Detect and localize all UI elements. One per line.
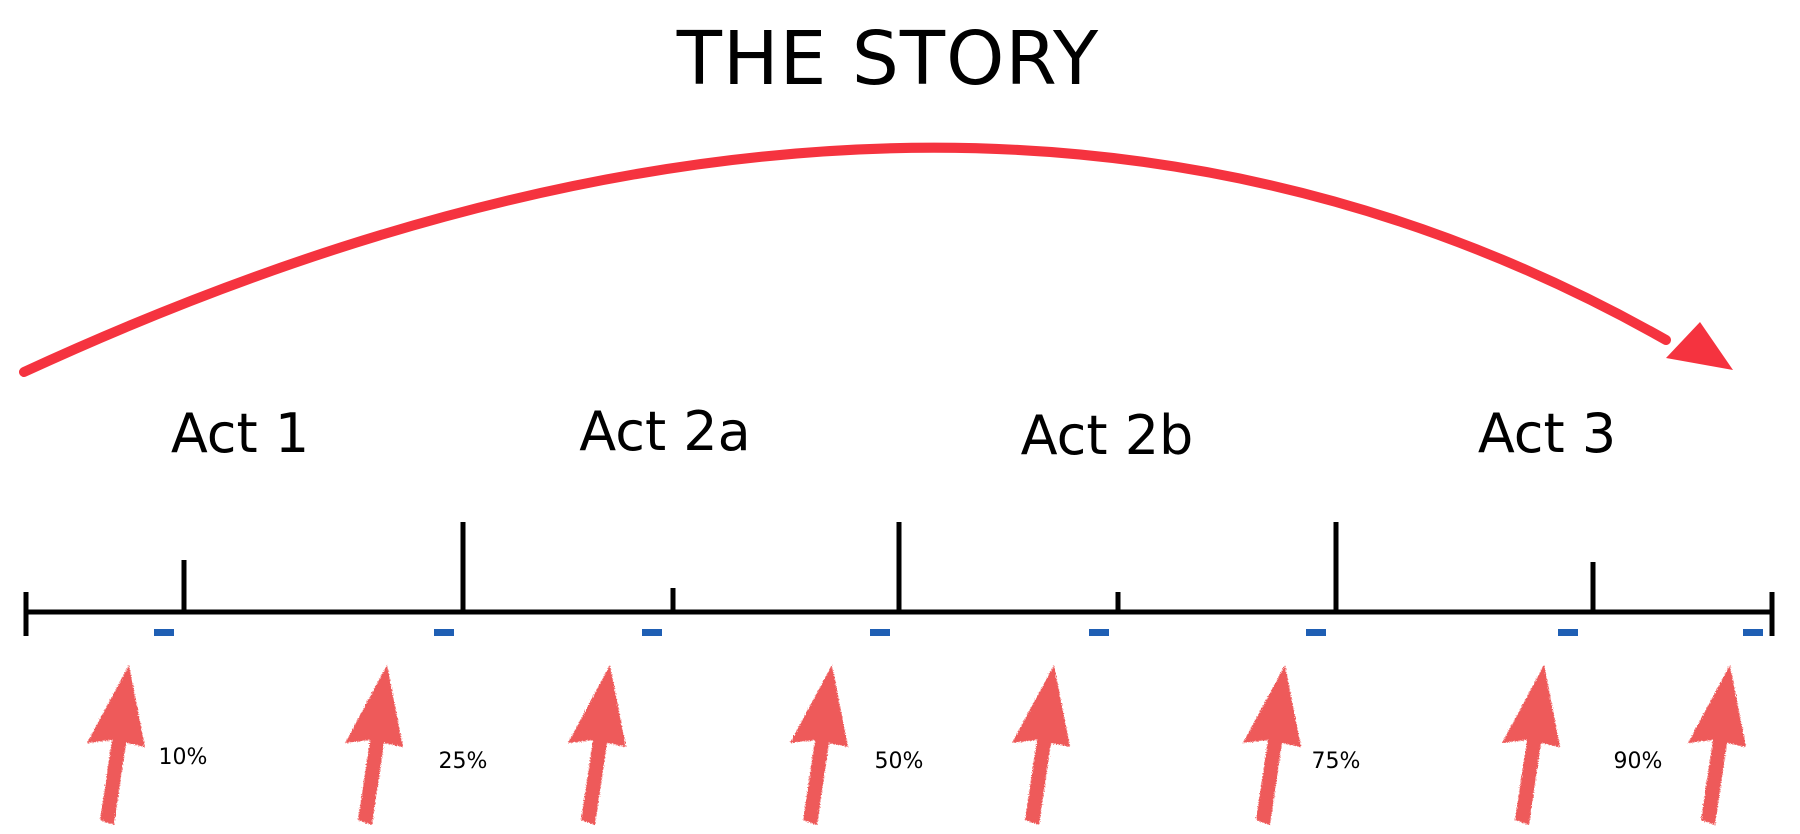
beat-markers <box>154 629 1763 636</box>
beat-marker <box>642 629 662 636</box>
percent-label-10: 10% <box>159 745 208 770</box>
beat-marker <box>870 629 890 636</box>
timeline <box>23 522 1775 636</box>
hand-drawn-arrow-icon <box>87 665 145 825</box>
story-arc-line <box>19 142 1671 377</box>
act-label-2a: Act 2a <box>579 400 750 463</box>
hand-drawn-arrow-icon <box>568 665 626 825</box>
curved-arrow-icon <box>1666 322 1733 370</box>
beat-marker <box>154 629 174 636</box>
beat-marker <box>1743 629 1763 636</box>
diagram-title: THE STORY <box>676 16 1099 102</box>
hand-drawn-arrow-icon <box>1012 665 1070 825</box>
beat-marker <box>1089 629 1109 636</box>
percent-label-75: 75% <box>1312 749 1361 774</box>
act-label-3: Act 3 <box>1478 402 1616 465</box>
hand-drawn-arrow-icon <box>345 665 403 825</box>
act-label-1: Act 1 <box>171 402 309 465</box>
act-label-2b: Act 2b <box>1021 404 1194 467</box>
pointer-arrows <box>87 665 1746 825</box>
hand-drawn-arrow-icon <box>1243 665 1301 825</box>
percent-label-25: 25% <box>439 749 488 774</box>
hand-drawn-arrow-icon <box>1502 665 1560 825</box>
percent-label-90: 90% <box>1614 749 1663 774</box>
beat-marker <box>1306 629 1326 636</box>
percent-label-50: 50% <box>875 749 924 774</box>
hand-drawn-arrow-icon <box>1688 665 1746 825</box>
beat-marker <box>1558 629 1578 636</box>
hand-drawn-arrow-icon <box>790 665 848 825</box>
beat-marker <box>434 629 454 636</box>
